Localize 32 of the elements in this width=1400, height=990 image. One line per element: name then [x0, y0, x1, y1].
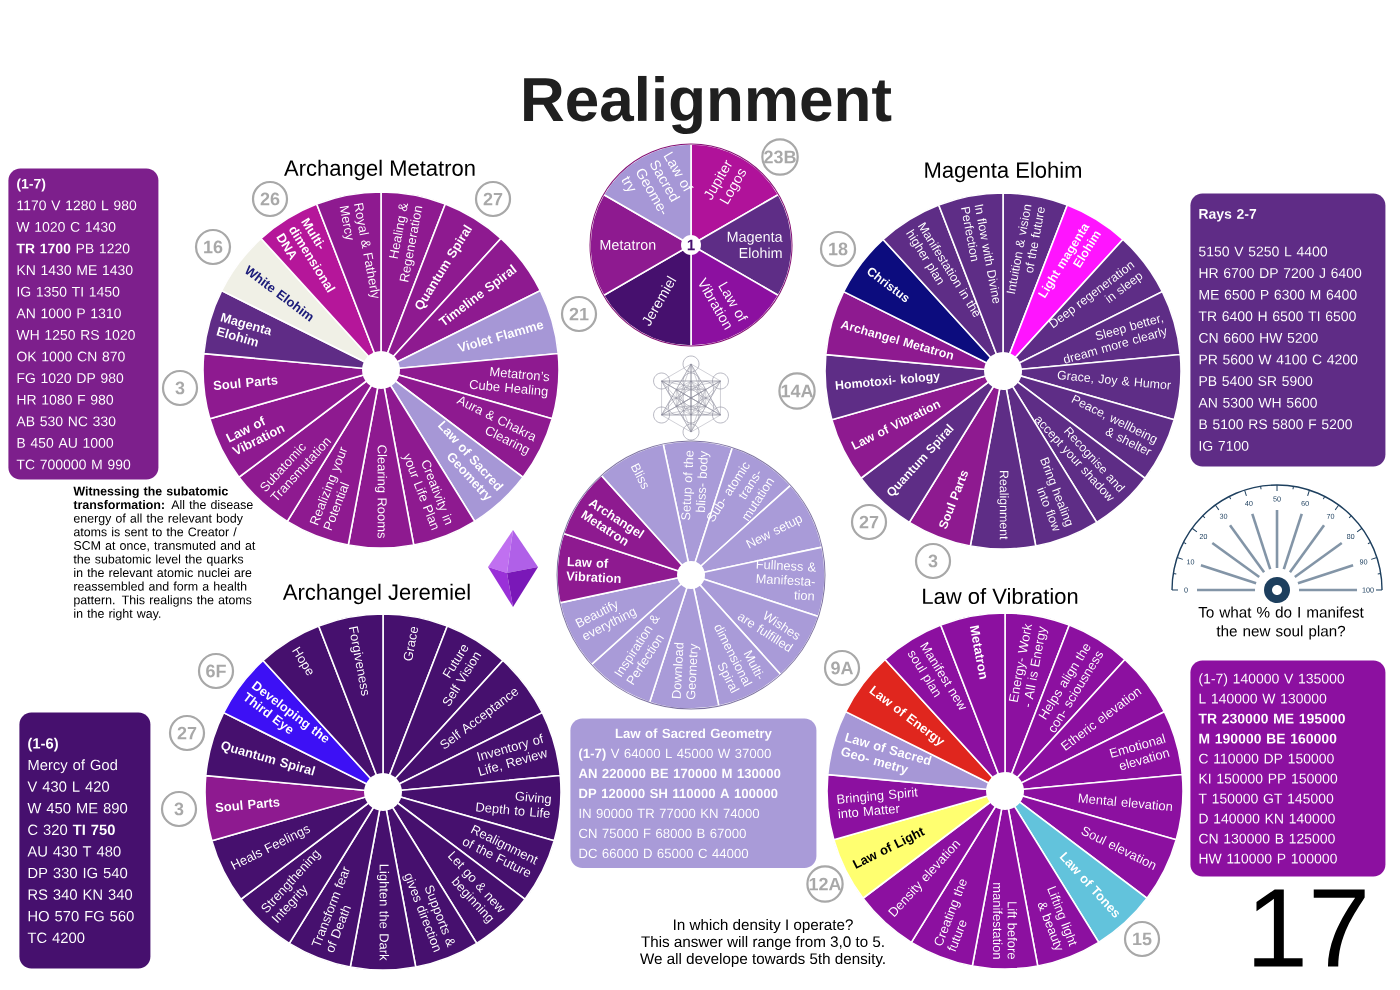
question-text: To what % do I manifest the new soul plan? [1198, 606, 1364, 640]
number-badge: 15 [1123, 920, 1161, 958]
wheel-title: Archangel Jeremiel [282, 583, 470, 605]
number-badge: 16 [194, 228, 232, 266]
number-badge: 9A [823, 649, 861, 687]
info-panel: Rays 2-7 5150 V 5250 L 4400 HR 6700 DP 7200 J 6400 ME 6500 P 6300 M 6400 TR 6400 H 6500 TI 6500 CN 6600 HW 5200 PR 5600 W 4100 C 4200 PB 5400 SR 5900 AN 5300 WH 5600 B 5100 RS 5800 F 5200 IG 7100 [1190, 193, 1386, 467]
wheel-chart [556, 440, 826, 710]
wheel-title: Law of Vibration [923, 587, 1078, 605]
question-text: In which density I operate? [674, 918, 853, 934]
info-panel: (1-6) Mercy of God V 430 L 420 W 450 ME 890 C 320 TI 750 AU 430 T 480 DP 330 IG 540 RS 340 KN 340 HO 570 FG 560 TC 4200 [19, 712, 151, 969]
number-badge: 27 [474, 180, 512, 218]
wheel-title: Magenta Elohim [925, 161, 1081, 183]
number-badge: 3 [914, 542, 952, 580]
number-badge: 21 [560, 295, 598, 333]
center-number: 1 [681, 235, 701, 255]
info-panel: Law of Sacred Geometry (1-7) V 64000 L 45000 W 37000 AN 220000 BE 170000 M 130000 DP 120000 SH 110000 A 100000 IN 90000 TR 77000 KN 74000 CN 75000 F 68000 B 67000 DC 66000 D 65000 C 44000 [570, 718, 817, 869]
page-number: 17 [1254, 889, 1365, 967]
number-badge: 27 [850, 503, 888, 541]
number-badge: 12A [806, 865, 844, 903]
info-panel: (1-7) 140000 V 135000 L 140000 W 130000 TR 230000 ME 195000 M 190000 BE 160000 C 110000 DP 150000 KI 150000 PP 150000 T 150000 GT 145000 D 140000 KN 140000 CN 130000 B 125000 HW 110000 P 100000 [1190, 660, 1386, 877]
number-badge: 6F [197, 652, 235, 690]
number-badge: 23B [761, 138, 799, 176]
question-text: We all develope towards 5th density. [640, 952, 885, 968]
number-badge: 3 [160, 790, 198, 828]
number-badge: 18 [819, 230, 857, 268]
number-badge: 3 [161, 369, 199, 407]
number-badge: 26 [251, 180, 289, 218]
page-title: Realignment [524, 75, 892, 134]
info-panel: (1-7) 1170 V 1280 L 980 W 1020 C 1430 TR 1700 PB 1220 KN 1430 ME 1430 IG 1350 TI 1450 AN 1000 P 1310 WH 1250 RS 1020 OK 1000 CN 870 FG 1020 DP 980 HR 1080 F 980 AB 530 NC 330 B 450 AU 1000 TC 700000 M 990 [8, 168, 159, 480]
number-badge: 27 [168, 714, 206, 752]
number-badge: 14A [778, 372, 816, 410]
wheel-title: Archangel Metatron [284, 159, 475, 181]
